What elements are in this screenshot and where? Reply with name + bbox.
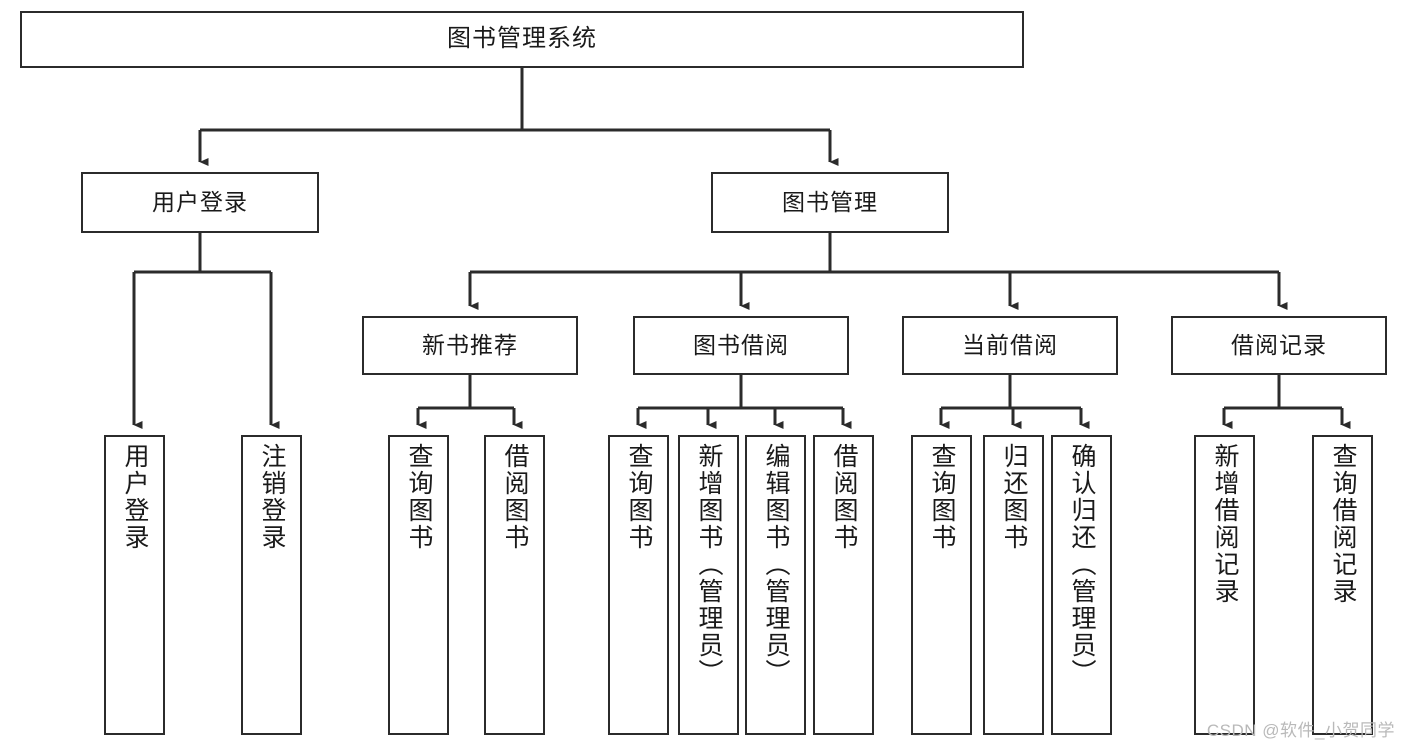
node-leaf-query-book-cur-label: 查询图书 (928, 443, 956, 551)
node-leaf-borrow-book-label: 借阅图书 (830, 443, 858, 551)
node-new-book-recommend-label: 新书推荐 (422, 331, 518, 358)
node-leaf-query-borrow-record[interactable]: 查询借阅记录 (1312, 435, 1373, 735)
node-root[interactable]: 图书管理系统 (20, 11, 1024, 68)
node-leaf-borrow-book-rec[interactable]: 借阅图书 (484, 435, 545, 735)
node-user-login[interactable]: 用户登录 (81, 172, 319, 233)
node-book-borrow[interactable]: 图书借阅 (633, 316, 849, 375)
node-leaf-confirm-return-admin[interactable]: 确认归还（管理员） (1051, 435, 1112, 735)
node-borrow-record-label: 借阅记录 (1231, 331, 1327, 358)
node-leaf-add-book-admin-label: 新增图书（管理员） (695, 443, 723, 686)
node-borrow-record[interactable]: 借阅记录 (1171, 316, 1387, 375)
node-leaf-edit-book-admin-label: 编辑图书（管理员） (762, 443, 790, 686)
node-leaf-user-logout[interactable]: 注销登录 (241, 435, 302, 735)
node-current-borrow-label: 当前借阅 (962, 331, 1058, 358)
node-leaf-user-logout-label: 注销登录 (258, 443, 286, 551)
node-leaf-return-book-label: 归还图书 (1000, 443, 1028, 551)
node-leaf-add-borrow-record[interactable]: 新增借阅记录 (1194, 435, 1255, 735)
node-leaf-add-borrow-record-label: 新增借阅记录 (1211, 443, 1239, 605)
node-leaf-query-book-cur[interactable]: 查询图书 (911, 435, 972, 735)
node-current-borrow[interactable]: 当前借阅 (902, 316, 1118, 375)
node-leaf-add-book-admin[interactable]: 新增图书（管理员） (678, 435, 739, 735)
node-root-label: 图书管理系统 (447, 25, 597, 53)
node-book-manage-label: 图书管理 (782, 188, 878, 215)
node-leaf-query-book-rec[interactable]: 查询图书 (388, 435, 449, 735)
node-leaf-query-book-borrow-label: 查询图书 (625, 443, 653, 551)
node-leaf-query-borrow-record-label: 查询借阅记录 (1329, 443, 1357, 605)
node-book-borrow-label: 图书借阅 (693, 331, 789, 358)
node-leaf-query-book-borrow[interactable]: 查询图书 (608, 435, 669, 735)
node-leaf-user-login-label: 用户登录 (121, 443, 149, 551)
node-leaf-borrow-book[interactable]: 借阅图书 (813, 435, 874, 735)
node-leaf-return-book[interactable]: 归还图书 (983, 435, 1044, 735)
node-leaf-user-login[interactable]: 用户登录 (104, 435, 165, 735)
node-leaf-borrow-book-rec-label: 借阅图书 (501, 443, 529, 551)
node-book-manage[interactable]: 图书管理 (711, 172, 949, 233)
node-leaf-edit-book-admin[interactable]: 编辑图书（管理员） (745, 435, 806, 735)
node-leaf-query-book-rec-label: 查询图书 (405, 443, 433, 551)
node-user-login-label: 用户登录 (152, 188, 248, 215)
node-leaf-confirm-return-admin-label: 确认归还（管理员） (1068, 443, 1096, 686)
node-new-book-recommend[interactable]: 新书推荐 (362, 316, 578, 375)
csdn-watermark: CSDN @软件_小贺同学 (1206, 721, 1395, 740)
